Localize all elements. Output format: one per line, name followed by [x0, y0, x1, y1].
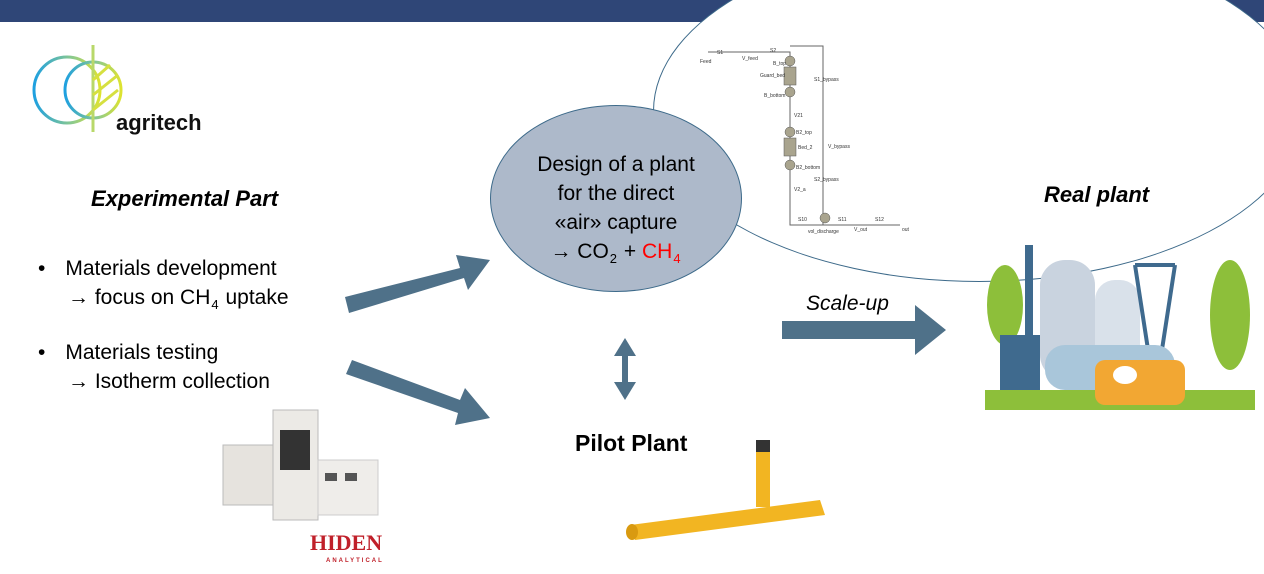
arrow-bidirectional	[614, 338, 636, 400]
flowsheet-ellipse	[653, 0, 1264, 282]
pilot-pipe-image	[626, 440, 825, 540]
bullet: •	[38, 257, 46, 280]
bullet-text: Materials development	[65, 257, 277, 280]
logo-text: agritech	[116, 110, 202, 135]
hiden-logo: HIDEN ANALYTICAL	[310, 530, 384, 565]
arrow-up-right	[345, 255, 490, 313]
hiden-sub: ANALYTICAL	[326, 558, 384, 564]
fs-label: B_bottom	[764, 93, 785, 99]
arrow-scaleup	[782, 305, 946, 355]
fs-label: V_bypass	[828, 144, 850, 150]
design-ellipse: Design of a plant for the direct «air» c…	[490, 105, 742, 292]
fs-label: S1_bypass	[814, 77, 839, 83]
fs-label: vol_discharge	[808, 229, 839, 235]
sub-text: uptake	[219, 286, 289, 309]
fs-label: Feed	[700, 59, 712, 65]
subscript: 2	[609, 251, 618, 266]
bullet-list: • Materials development → focus on CH4 up…	[38, 254, 289, 396]
fs-label: B2_top	[796, 130, 812, 136]
bullet: •	[38, 341, 46, 364]
design-text: Design of a plant	[537, 153, 695, 176]
fs-label: S12	[875, 217, 884, 223]
process-flowsheet: Feed S1 V_feed S2 B_top Guard_bed B_bott…	[700, 45, 910, 235]
fs-label: S2	[770, 48, 776, 54]
list-item: • Materials development	[38, 254, 289, 283]
list-subitem: → focus on CH4 uptake	[68, 283, 289, 312]
bullet-text: Materials testing	[65, 341, 219, 364]
experimental-title: Experimental Part	[91, 186, 279, 211]
sub-text: → focus on CH	[68, 286, 211, 309]
pilot-title: Pilot Plant	[575, 430, 688, 456]
agritech-logo: agritech	[30, 40, 220, 140]
instrument-image	[218, 405, 388, 530]
list-subitem: → Isotherm collection	[68, 367, 289, 396]
subscript: 4	[211, 297, 219, 312]
real-plant-title: Real plant	[1044, 182, 1150, 207]
list-item: • Materials testing	[38, 338, 289, 367]
plus: +	[618, 240, 642, 263]
fs-label: out	[902, 227, 910, 233]
fs-label: V21	[794, 113, 803, 119]
fs-label: Bed_2	[798, 145, 813, 151]
fs-label: V_feed	[742, 56, 758, 62]
ch4-text: CH	[641, 240, 673, 263]
arrow-down-right	[346, 360, 490, 425]
fs-label: S11	[838, 217, 847, 223]
real-plant-illustration	[985, 245, 1255, 410]
fs-label: S2_bypass	[814, 177, 839, 183]
hiden-brand: HIDEN	[310, 530, 383, 555]
scaleup-label: Scale-up	[806, 292, 889, 315]
subscript: 4	[673, 251, 681, 266]
fs-label: B2_bottom	[796, 165, 820, 171]
design-text: «air» capture	[554, 211, 678, 234]
fs-label: S10	[798, 217, 807, 223]
fs-label: V2_a	[794, 187, 806, 193]
fs-label: V_out	[854, 227, 868, 233]
fs-label: S1	[717, 50, 723, 56]
fs-label: B_top	[773, 61, 786, 67]
co2-text: → CO	[550, 240, 609, 263]
leaf-logo-icon	[32, 45, 123, 132]
design-text: for the direct	[557, 182, 675, 205]
design-formula: → CO2 + CH4	[491, 237, 741, 266]
fs-label: Guard_bed	[760, 73, 785, 79]
sub-text: → Isotherm collection	[68, 370, 270, 393]
